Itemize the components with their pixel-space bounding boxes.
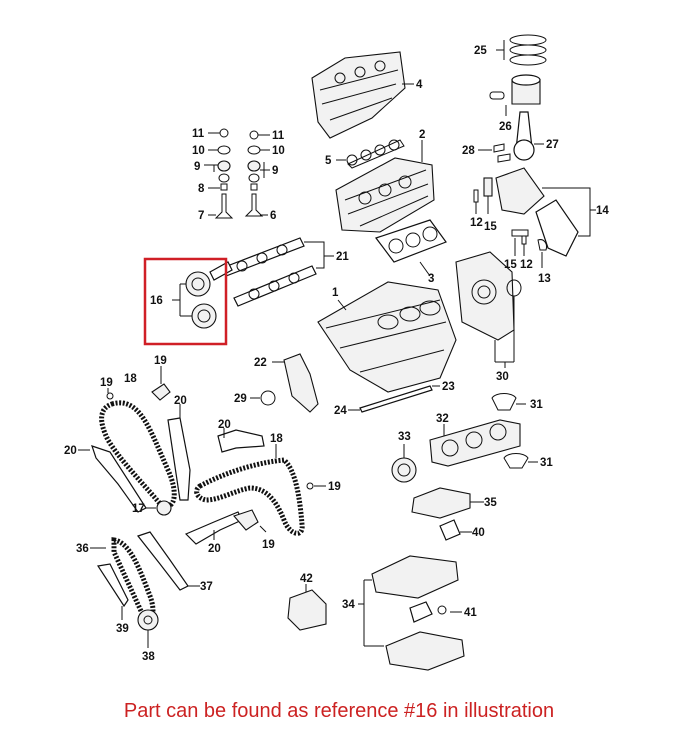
ref-41: 41: [464, 607, 477, 619]
ref-27: 27: [546, 139, 559, 151]
ref-9-left: 9: [194, 161, 200, 173]
ref-21: 21: [336, 251, 349, 263]
part-guide-20-mid: [167, 404, 191, 501]
ref-18-a: 18: [124, 373, 137, 385]
ref-8: 8: [198, 183, 205, 195]
ref-16: 16: [150, 295, 163, 307]
part-bearings-31: [491, 393, 538, 469]
part-cylinder-head-2: [335, 140, 435, 233]
part-cover-22: [272, 353, 319, 413]
part-guide-20-lower-right: [184, 509, 267, 545]
ref-20-a: 20: [174, 395, 187, 407]
ref-25: 25: [474, 45, 487, 57]
part-cam-adjusters-16: [172, 261, 233, 329]
part-gasket-5: [336, 139, 405, 169]
ref-11-right: 11: [272, 130, 285, 142]
ref-3: 3: [428, 273, 434, 285]
ref-36: 36: [76, 543, 89, 555]
caption-text: Part can be found as reference #16 in il…: [123, 700, 555, 722]
part-oil-pan-35: [411, 487, 484, 519]
part-seal-29: [250, 390, 276, 406]
part-side-covers-14: [495, 167, 596, 257]
ref-19-c: 19: [328, 481, 341, 493]
ref-19-a: 19: [100, 377, 113, 389]
ref-7: 7: [198, 210, 204, 222]
part-piston-26: [489, 74, 541, 116]
ref-10-right: 10: [272, 145, 285, 157]
ref-19-b: 19: [154, 355, 167, 367]
reference-numbers: 4 2 5 3 1 21 16 11 10 9 8 7 11 10 9 6 25…: [64, 45, 609, 663]
ref-26: 26: [499, 121, 512, 133]
ref-12-lower: 12: [520, 259, 533, 271]
ref-38: 38: [142, 651, 155, 663]
part-crankshaft-32: [429, 419, 521, 467]
part-rod-23-24: [348, 385, 440, 413]
ref-34: 34: [342, 599, 355, 611]
part-head-gasket-3: [375, 219, 447, 277]
part-sensor-41: [409, 601, 462, 623]
ref-20-c: 20: [218, 419, 231, 431]
part-guide-20-upper-right: [217, 428, 265, 453]
ref-17: 17: [132, 503, 145, 515]
part-timing-chain-18-left: [99, 400, 177, 509]
part-engine-block-1: [317, 281, 457, 393]
highlight-box-ref-16: [143, 257, 228, 346]
part-chain-36-and-guides: [90, 531, 200, 625]
ref-12-upper: 12: [470, 217, 483, 229]
ref-4: 4: [416, 79, 423, 91]
part-timing-cover-30: [455, 251, 522, 368]
part-piston-rings-25: [496, 34, 547, 66]
exploded-engine-diagram: 4 2 5 3 1 21 16 11 10 9 8 7 11 10 9 6 25…: [64, 34, 609, 671]
ref-35: 35: [484, 497, 497, 509]
ref-31-upper: 31: [530, 399, 543, 411]
part-sprocket-17: [146, 500, 172, 516]
ref-20-b: 20: [64, 445, 77, 457]
ref-15-upper: 15: [484, 221, 497, 233]
part-module-42: [287, 584, 327, 631]
part-connecting-rod-27: [478, 111, 544, 163]
ref-24: 24: [334, 405, 347, 417]
ref-30: 30: [496, 371, 509, 383]
ref-9-right: 9: [272, 165, 278, 177]
ref-39: 39: [116, 623, 129, 635]
part-cylinder-head-4: [311, 51, 414, 139]
ref-33: 33: [398, 431, 411, 443]
ref-20-d: 20: [208, 543, 221, 555]
ref-37: 37: [200, 581, 213, 593]
ref-31-lower: 31: [540, 457, 553, 469]
ref-40: 40: [472, 527, 485, 539]
ref-42: 42: [300, 573, 313, 585]
part-pulley-33: [391, 444, 417, 483]
ref-1: 1: [332, 287, 339, 299]
part-sprocket-38: [137, 609, 159, 648]
ref-5: 5: [325, 155, 332, 167]
part-tensioner-19-top: [106, 366, 171, 401]
part-oil-pans-34: [358, 555, 465, 671]
part-camshafts-21: [221, 237, 334, 307]
ref-10-left: 10: [192, 145, 205, 157]
part-timing-chain-18-right: [194, 444, 305, 536]
ref-18-b: 18: [270, 433, 283, 445]
ref-32: 32: [436, 413, 449, 425]
ref-22: 22: [254, 357, 267, 369]
ref-15-lower: 15: [504, 259, 517, 271]
part-tensioner-19-right: [306, 482, 326, 490]
part-valve-train-left: [204, 128, 234, 219]
part-oil-pump-40: [439, 519, 472, 541]
part-valve-train-right: [244, 130, 270, 217]
ref-29: 29: [234, 393, 247, 405]
ref-14: 14: [596, 205, 609, 217]
ref-23: 23: [442, 381, 455, 393]
ref-28: 28: [462, 145, 475, 157]
ref-6: 6: [270, 210, 276, 222]
ref-13: 13: [538, 273, 551, 285]
ref-19-d: 19: [262, 539, 275, 551]
part-seals-12-15: [473, 177, 547, 268]
ref-11-left: 11: [192, 128, 205, 140]
ref-2: 2: [419, 129, 425, 141]
part-guide-20-left: [78, 445, 147, 513]
